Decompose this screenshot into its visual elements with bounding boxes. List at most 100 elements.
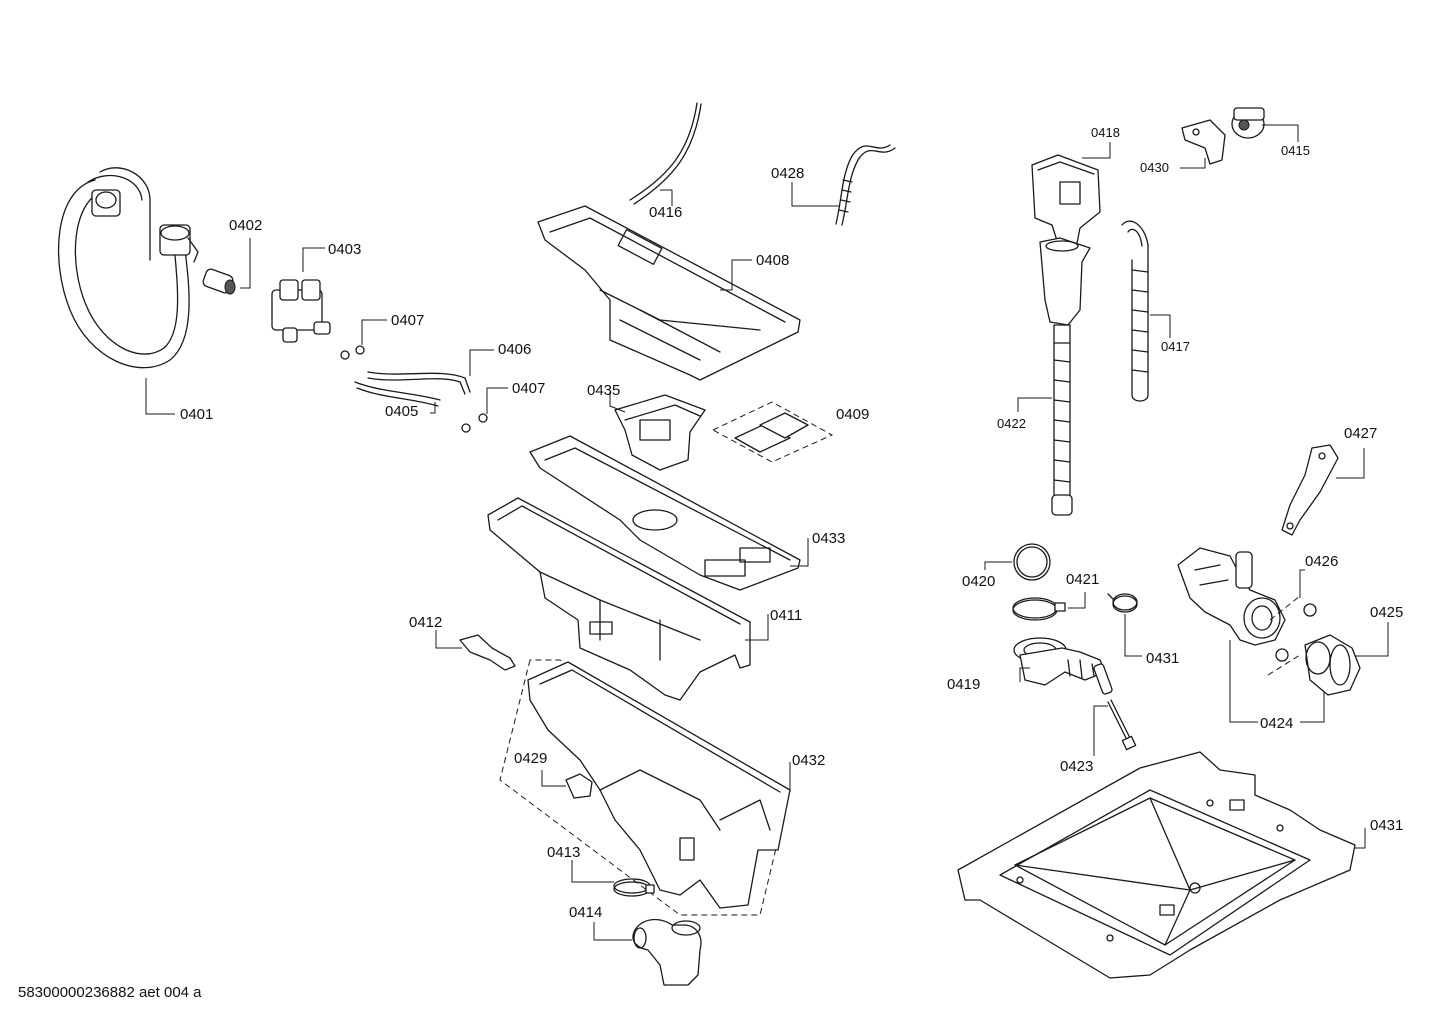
leader-0431b (1355, 828, 1366, 849)
part-0412-sensor (459, 634, 516, 671)
label-0406: 0406 (498, 341, 531, 358)
document-id: 58300000236882 aet 004 a (18, 984, 202, 1001)
label-0407a: 0407 (391, 312, 424, 329)
part-0402-connector (202, 268, 236, 295)
leader-0423 (1093, 705, 1108, 756)
leader-0433 (790, 538, 809, 567)
leader-0406 (469, 349, 494, 376)
leader-0427 (1336, 448, 1365, 479)
leader-0425 (1355, 622, 1389, 657)
part-0425-filter (1304, 634, 1361, 696)
label-0428: 0428 (771, 165, 804, 182)
leader-0426 (1299, 569, 1305, 598)
label-0418: 0418 (1091, 125, 1120, 140)
part-0431-base-frame (957, 751, 1356, 979)
leader-0407a (361, 319, 387, 345)
leader-0424b (1300, 680, 1325, 723)
label-0417: 0417 (1161, 339, 1190, 354)
part-0416-tube (629, 102, 698, 201)
label-0407b: 0407 (512, 380, 545, 397)
leader-0428 (791, 182, 840, 207)
label-0402: 0402 (229, 217, 262, 234)
label-0409: 0409 (836, 406, 869, 423)
label-0433: 0433 (812, 530, 845, 547)
label-0430: 0430 (1140, 160, 1169, 175)
part-0407-clips-upper (340, 345, 365, 360)
part-0428-bellows-hose (835, 144, 896, 226)
leader-0417 (1150, 314, 1171, 338)
part-0429-small (565, 773, 593, 799)
label-0412: 0412 (409, 614, 442, 631)
label-0426: 0426 (1305, 553, 1338, 570)
part-0417-corrugated-hose (1121, 220, 1149, 402)
label-0420: 0420 (962, 573, 995, 590)
leader-0411 (745, 614, 769, 641)
part-0403-inlet-valve (271, 279, 331, 343)
leader-0407b (486, 387, 508, 414)
leader-0431a (1124, 614, 1142, 657)
label-0416: 0416 (649, 204, 682, 221)
label-0414: 0414 (569, 904, 602, 921)
leader-0422 (1017, 397, 1052, 412)
label-0413: 0413 (547, 844, 580, 861)
leader-0408 (720, 259, 752, 291)
leader-0419 (1019, 667, 1030, 682)
label-0432: 0432 (792, 752, 825, 769)
part-0435-module (614, 394, 706, 471)
label-0427: 0427 (1344, 425, 1377, 442)
part-0419-sump-hose (1013, 637, 1113, 695)
label-0424: 0424 (1260, 715, 1293, 732)
label-0408: 0408 (756, 252, 789, 269)
part-0427-bracket (1281, 444, 1339, 536)
part-0408-dispenser-top (537, 205, 801, 381)
label-0415: 0415 (1281, 143, 1310, 158)
label-0403: 0403 (328, 241, 361, 258)
leader-0420 (984, 561, 1012, 570)
part-0415-pressure-switch (1231, 107, 1265, 139)
part-0431-small-clamp (1107, 593, 1138, 613)
label-0405: 0405 (385, 403, 418, 420)
part-0411-housing (487, 497, 751, 701)
part-0414-elbow (632, 918, 702, 986)
leader-0414 (593, 922, 632, 941)
label-0423: 0423 (1060, 758, 1093, 775)
leader-0402 (240, 238, 251, 289)
part-0433-channel (529, 435, 801, 591)
part-0426-dashed (1269, 595, 1301, 621)
part-0407-clips-lower (461, 413, 488, 433)
label-0429: 0429 (514, 750, 547, 767)
part-0423-screw (1107, 699, 1137, 751)
part-0420-o-ring (1013, 543, 1051, 581)
label-0411: 0411 (770, 607, 802, 624)
label-0431b: 0431 (1370, 817, 1403, 834)
leader-0405 (430, 402, 436, 414)
leader-0421 (1068, 592, 1086, 609)
leader-0430 (1180, 158, 1206, 169)
label-0435: 0435 (587, 382, 620, 399)
part-0405-0406-hoses (354, 371, 471, 407)
leader-0418 (1082, 142, 1111, 159)
leader-0415 (1262, 124, 1299, 142)
leader-0401 (145, 378, 175, 415)
part-0432-lower-housing (499, 659, 791, 916)
part-0401-inlet-hose (57, 167, 199, 369)
leader-0416 (660, 189, 673, 206)
part-0430-bracket (1181, 119, 1226, 165)
label-0422: 0422 (997, 416, 1026, 431)
leader-0424 (1229, 640, 1258, 723)
leader-0413 (571, 860, 614, 883)
part-0409-filters (711, 401, 834, 463)
leader-0403 (302, 247, 325, 272)
part-0421-clamp-ring (1012, 597, 1066, 621)
label-0425: 0425 (1370, 604, 1403, 621)
leader-0435 (609, 392, 626, 413)
part-0424-drain-pump (1177, 547, 1317, 676)
leader-0412 (435, 630, 462, 649)
part-0422-hose-chamber (1039, 237, 1091, 516)
part-0413-hose-clamp (613, 878, 655, 897)
label-0421: 0421 (1066, 571, 1099, 588)
label-0431a: 0431 (1146, 650, 1179, 667)
label-0419: 0419 (947, 676, 980, 693)
leader-0429 (541, 770, 566, 787)
part-0418-chamber (1031, 154, 1101, 251)
